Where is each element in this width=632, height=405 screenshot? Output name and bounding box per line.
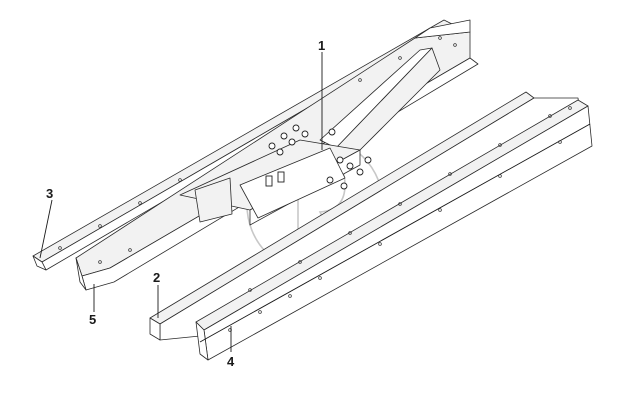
bolts xyxy=(265,124,372,190)
rail-4 xyxy=(195,99,593,361)
callout-1: 1 xyxy=(318,38,325,53)
leader-lines xyxy=(39,52,323,352)
callouts: 1 2 3 4 5 xyxy=(46,38,325,369)
callout-2: 2 xyxy=(153,270,160,285)
cross-member-1 xyxy=(179,139,361,226)
callout-3: 3 xyxy=(46,186,53,201)
rail-2 xyxy=(149,91,581,341)
leader-3 xyxy=(39,199,53,259)
callout-5: 5 xyxy=(89,312,96,327)
rivet-holes xyxy=(58,36,572,332)
callout-4: 4 xyxy=(227,354,235,369)
